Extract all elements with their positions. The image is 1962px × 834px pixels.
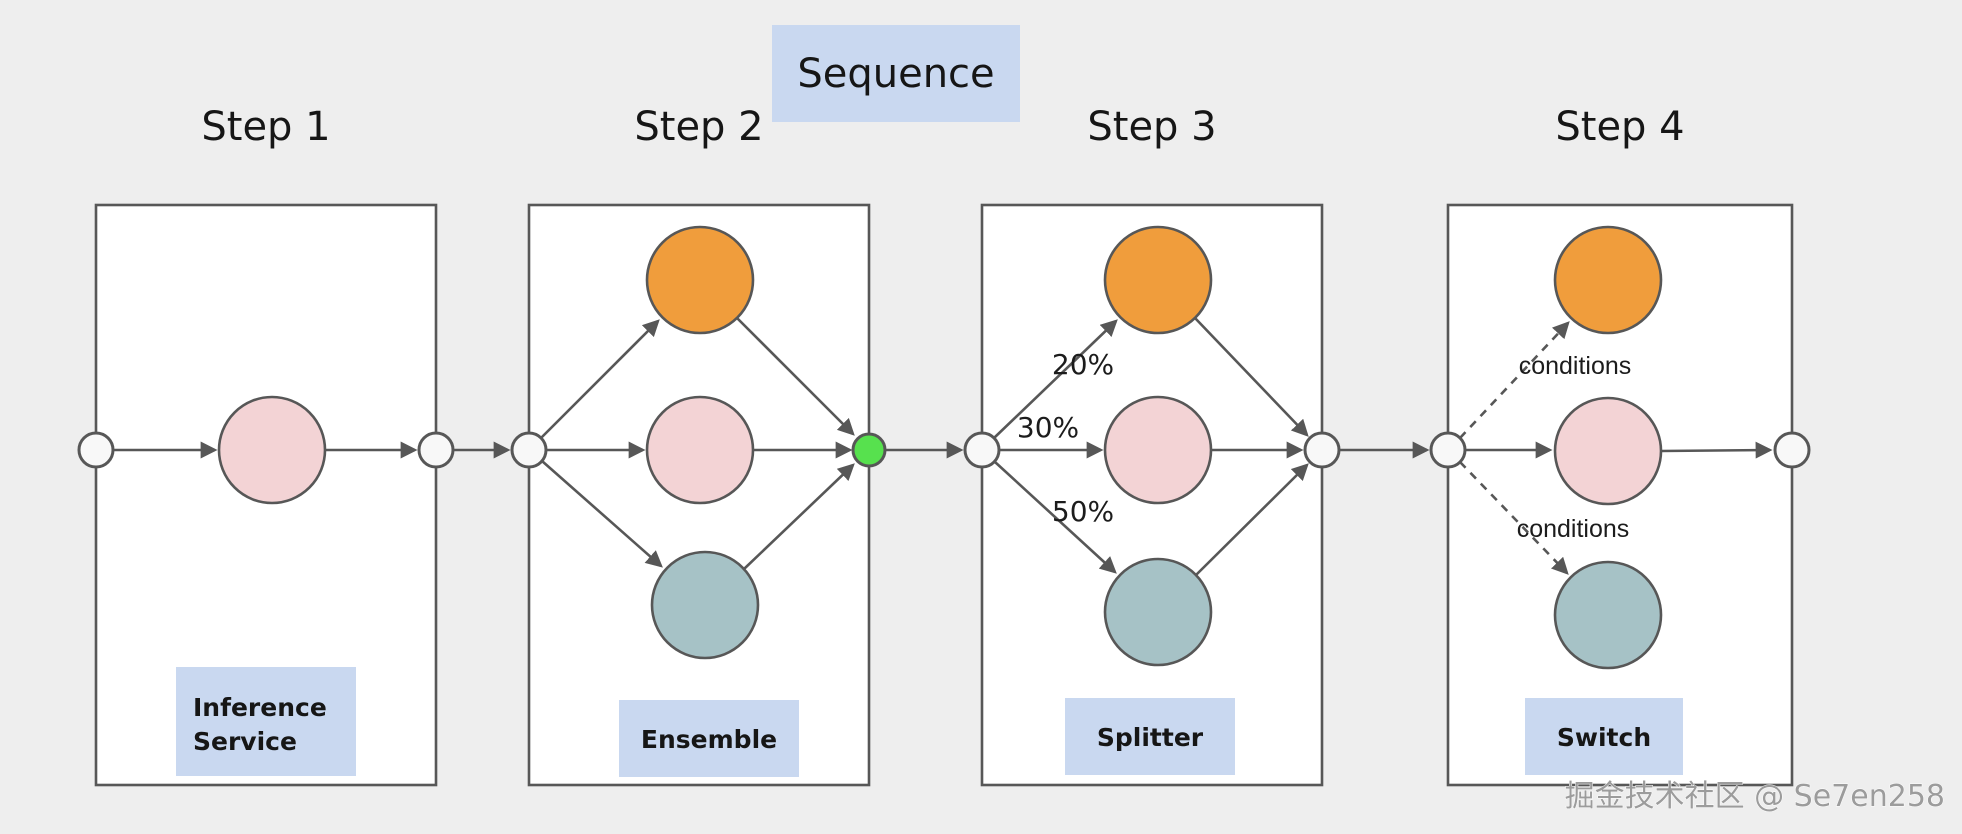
arrow-step2-in-to-orange bbox=[540, 319, 660, 439]
step-3-node-orange bbox=[1103, 225, 1213, 335]
step-3-input-port bbox=[963, 431, 1001, 469]
step-4: Step 4 conditions conditions Switch bbox=[1429, 104, 1811, 787]
step-4-output-port bbox=[1773, 431, 1811, 469]
diagram-title: Sequence bbox=[772, 25, 1020, 122]
step-1-input-port bbox=[77, 431, 115, 469]
step-2-node-orange bbox=[645, 225, 755, 335]
step-1-label-line1: Inference bbox=[193, 693, 327, 722]
step-1-node-pink bbox=[217, 395, 327, 505]
step-2-title: Step 2 bbox=[634, 104, 763, 150]
step-4-input-port bbox=[1429, 431, 1467, 469]
step-4-title: Step 4 bbox=[1555, 104, 1684, 150]
step-2: Step 2 Ensemble bbox=[510, 104, 887, 787]
step-2-input-port bbox=[510, 431, 548, 469]
watermark: 掘金技术社区 @ Se7en258 bbox=[1565, 779, 1945, 814]
arrow-step2-teal-to-out bbox=[743, 463, 855, 570]
arrow-step4-in-to-orange-dashed bbox=[1459, 321, 1570, 439]
step-1: Step 1 Inference Service bbox=[77, 104, 455, 787]
arrow-step2-in-to-teal bbox=[541, 460, 663, 568]
step-4-node-pink bbox=[1553, 396, 1663, 506]
arrow-step4-in-to-teal-dashed bbox=[1459, 461, 1569, 575]
step-3-label: Splitter bbox=[1097, 723, 1204, 752]
step-2-node-teal bbox=[650, 550, 760, 660]
step-2-node-pink bbox=[645, 395, 755, 505]
step-3-weight-label-20: 20% bbox=[1052, 348, 1114, 381]
step-3-node-teal bbox=[1103, 557, 1213, 667]
step-3: Step 3 20% 30% 50% Splitter bbox=[963, 104, 1341, 787]
step-1-title: Step 1 bbox=[201, 104, 330, 150]
step-3-weight-label-30: 30% bbox=[1017, 411, 1079, 444]
step-1-output-port bbox=[417, 431, 455, 469]
step-3-node-pink bbox=[1103, 395, 1213, 505]
step-4-node-teal bbox=[1553, 560, 1663, 670]
step-4-label-box bbox=[1525, 698, 1683, 775]
step-3-title: Step 3 bbox=[1087, 104, 1216, 150]
arrow-step2-orange-to-out bbox=[736, 317, 855, 436]
arrow-step3-in-to-teal bbox=[994, 461, 1117, 574]
step-2-output-port-active bbox=[851, 432, 887, 468]
title-box bbox=[772, 25, 1020, 122]
step-2-label: Ensemble bbox=[641, 725, 777, 754]
step-1-label-box bbox=[176, 667, 356, 776]
step-4-condition-label-bottom: conditions bbox=[1517, 515, 1630, 543]
step-3-weight-label-50: 50% bbox=[1052, 495, 1114, 528]
step-3-output-port bbox=[1303, 431, 1341, 469]
title-text: Sequence bbox=[797, 51, 994, 97]
arrow-step3-orange-to-out bbox=[1194, 317, 1309, 437]
step-4-condition-label-top: conditions bbox=[1519, 352, 1632, 380]
step-1-label-line2: Service bbox=[193, 727, 297, 756]
arrow-step4-pink-to-out bbox=[1660, 441, 1773, 459]
step-4-node-orange bbox=[1553, 225, 1663, 335]
arrow-step3-teal-to-out bbox=[1195, 463, 1309, 576]
step-3-label-box bbox=[1065, 698, 1235, 775]
step-2-label-box bbox=[619, 700, 799, 777]
arrow-step3-in-to-orange bbox=[993, 319, 1118, 439]
step-4-label: Switch bbox=[1557, 723, 1651, 752]
